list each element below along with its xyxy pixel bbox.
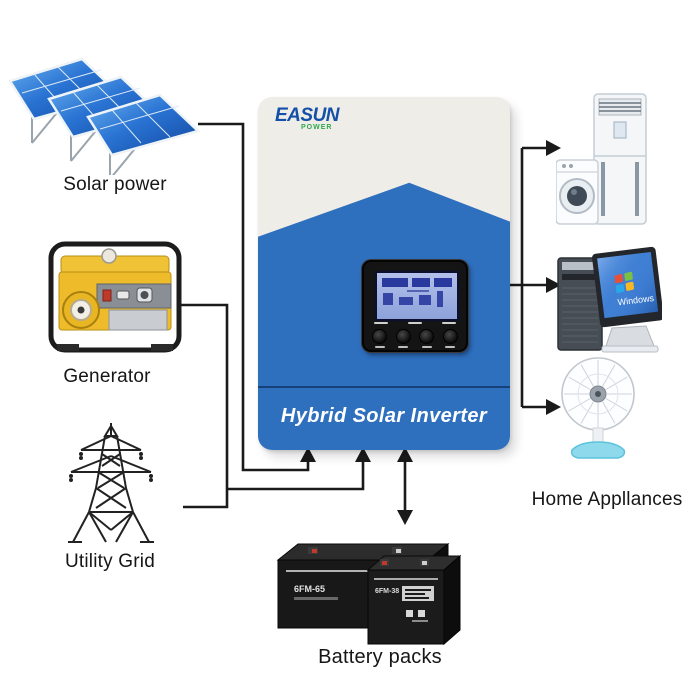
windows-screen-text: Windows bbox=[617, 293, 655, 307]
battery-packs-label: Battery packs bbox=[318, 646, 442, 668]
brand-logo: EASUN POWER bbox=[275, 105, 340, 131]
home-appliances-label: Home Appllances bbox=[531, 489, 683, 510]
inverter-divider bbox=[258, 386, 510, 388]
arrowheads bbox=[300, 140, 561, 525]
fan-icon bbox=[561, 357, 635, 459]
connector-generator-trunk bbox=[177, 303, 229, 509]
battery-large-model: 6FM-65 bbox=[294, 584, 325, 594]
esc-button[interactable] bbox=[372, 329, 387, 344]
generator-icon bbox=[48, 241, 182, 353]
status-indicators bbox=[374, 322, 456, 325]
utility-grid-label: Utility Grid bbox=[64, 551, 155, 572]
up-button[interactable] bbox=[395, 329, 411, 344]
solar-panels-icon bbox=[8, 57, 200, 175]
computer-icon: Windows bbox=[557, 246, 662, 353]
lcd-screen bbox=[375, 271, 459, 321]
generator-label: Generator bbox=[63, 366, 151, 387]
brand-name: EASUN bbox=[275, 105, 340, 126]
brand-subname: POWER bbox=[301, 124, 333, 131]
utility-grid-icon bbox=[68, 423, 154, 543]
battery-small: 6FM-38 bbox=[366, 554, 462, 646]
inverter-display-panel bbox=[362, 260, 468, 352]
down-button[interactable] bbox=[419, 329, 435, 344]
panel-buttons bbox=[372, 329, 458, 348]
battery-packs-icon: 6FM-65 6FM-38 bbox=[276, 542, 462, 646]
solar-label: Solar power bbox=[63, 174, 167, 195]
inverter-title: Hybrid Solar Inverter bbox=[280, 405, 488, 427]
connector-trunk-to-inverter bbox=[227, 461, 365, 491]
air-conditioner-washer-icon bbox=[556, 93, 647, 225]
connector-solar-to-inverter bbox=[198, 122, 310, 472]
enter-button[interactable] bbox=[442, 329, 458, 344]
battery-small-model: 6FM-38 bbox=[375, 588, 399, 595]
inverter-unit: EASUN POWER bbox=[258, 97, 510, 450]
